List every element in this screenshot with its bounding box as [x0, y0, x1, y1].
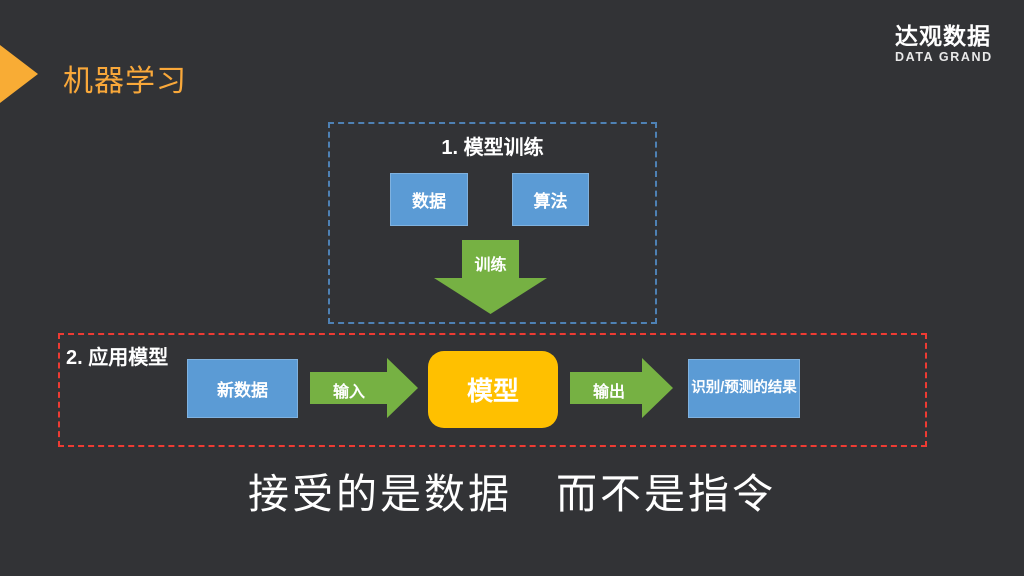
train-down-arrow: 训练	[434, 240, 547, 314]
caption-text: 接受的是数据 而不是指令	[248, 471, 776, 517]
input-arrow-label: 输入	[332, 384, 365, 401]
output-arrow: 输出	[570, 358, 673, 418]
right-arrow-icon	[570, 358, 673, 418]
logo: 达观数据 DATA GRAND	[895, 25, 993, 64]
train-arrow-label: 训练	[474, 257, 507, 274]
data-node: 数据	[390, 173, 468, 226]
algorithm-node: 算法	[512, 173, 589, 226]
output-arrow-label: 输出	[592, 384, 625, 401]
logo-english-text: DATA GRAND	[895, 50, 993, 64]
right-arrow-icon	[310, 358, 418, 418]
page-title: 机器学习	[63, 65, 187, 98]
apply-section-dashed-box	[58, 333, 927, 447]
training-section-title: 1. 模型训练	[441, 137, 544, 159]
model-node: 模型	[428, 351, 558, 428]
result-node: 识别/预测的结果	[688, 359, 800, 418]
logo-chinese-text: 达观数据	[895, 23, 991, 49]
down-arrow-icon	[434, 240, 547, 314]
apply-section-title: 2. 应用模型	[66, 347, 169, 369]
new-data-node: 新数据	[187, 359, 298, 418]
title-accent-triangle-icon	[0, 45, 38, 103]
input-arrow: 输入	[310, 358, 418, 418]
training-section-dashed-box	[328, 122, 657, 324]
